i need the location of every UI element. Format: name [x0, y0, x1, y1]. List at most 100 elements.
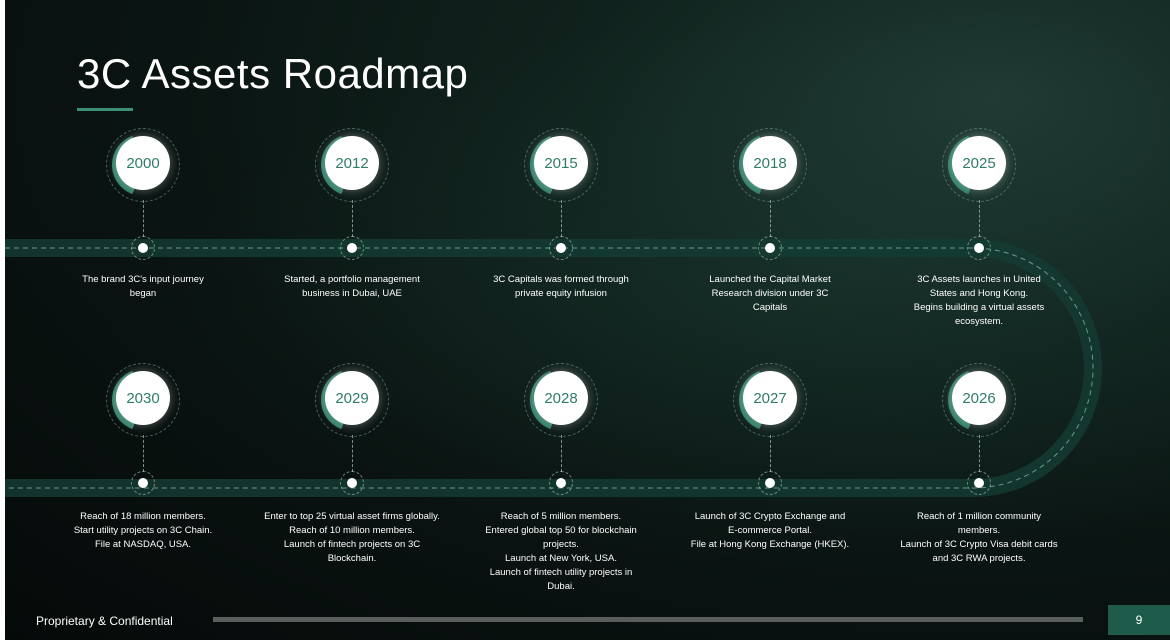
description-line: Reach of 5 million members.: [500, 511, 622, 522]
title-underline: [77, 108, 133, 111]
description-line: members.: [957, 525, 1001, 536]
description-line: The brand 3C's input journey: [82, 274, 204, 285]
timeline-node: [138, 478, 148, 488]
timeline-node: [556, 478, 566, 488]
description-line: Enter to top 25 virtual asset firms glob…: [264, 511, 440, 522]
year-label: 2026: [952, 371, 1006, 425]
description-line: and 3C RWA projects.: [932, 553, 1026, 564]
milestone-description: Reach of 1 million community members. Laun…: [884, 510, 1074, 566]
year-label: 2029: [325, 371, 379, 425]
milestone-description: Reach of 5 million members.Entered globa…: [466, 510, 656, 594]
description-line: Blockchain.: [327, 553, 377, 564]
timeline-node-halo: [967, 471, 991, 495]
timeline-node-halo: [967, 236, 991, 260]
year-badge: 2018: [733, 128, 807, 202]
footer-confidential: Proprietary & Confidential: [36, 614, 173, 628]
timeline-node: [556, 243, 566, 253]
page-number-box: 9: [1108, 605, 1170, 635]
page-number: 9: [1135, 613, 1143, 627]
year-label: 2015: [534, 136, 588, 190]
description-line: File at Hong Kong Exchange (HKEX).: [690, 539, 850, 550]
timeline-node-halo: [131, 471, 155, 495]
description-line: ecosystem.: [954, 316, 1004, 327]
timeline-node-halo: [340, 471, 364, 495]
timeline-node-halo: [549, 236, 573, 260]
description-line: File at NASDAQ, USA.: [94, 539, 192, 550]
timeline-node: [347, 478, 357, 488]
year-badge: 2025: [942, 128, 1016, 202]
description-line: began: [129, 288, 157, 299]
milestone-description: Enter to top 25 virtual asset firms glob…: [257, 510, 447, 566]
year-label: 2025: [952, 136, 1006, 190]
description-line: Launch of 3C Crypto Exchange and: [694, 511, 846, 522]
year-label: 2018: [743, 136, 797, 190]
milestone-description: The brand 3C's input journey began: [48, 273, 238, 301]
description-line: Reach of 10 million members.: [289, 525, 415, 536]
description-line: Capitals: [752, 302, 788, 313]
year-badge: 2028: [524, 363, 598, 437]
timeline-node-halo: [131, 236, 155, 260]
connector-stem: [561, 200, 562, 237]
timeline-node-halo: [758, 471, 782, 495]
year-label: 2030: [116, 371, 170, 425]
connector-stem: [352, 435, 353, 472]
connector-stem: [979, 435, 980, 472]
year-badge: 2012: [315, 128, 389, 202]
milestone-description: Reach of 18 million members. Start utilit…: [48, 510, 238, 552]
description-line: business in Dubai, UAE: [302, 288, 402, 299]
timeline-track: [5, 239, 1102, 497]
timeline-node: [974, 478, 984, 488]
year-label: 2028: [534, 371, 588, 425]
connector-stem: [143, 435, 144, 472]
timeline-node: [974, 243, 984, 253]
connector-stem: [770, 435, 771, 472]
milestone-description: Started, a portfolio management business …: [257, 273, 447, 301]
description-line: 3C Capitals was formed through: [493, 274, 629, 285]
description-line: Reach of 18 million members.: [80, 511, 206, 522]
year-label: 2012: [325, 136, 379, 190]
connector-stem: [770, 200, 771, 237]
connector-stem: [561, 435, 562, 472]
description-line: Launched the Capital Market: [709, 274, 831, 285]
description-line: Reach of 1 million community: [916, 511, 1042, 522]
description-line: Started, a portfolio management: [284, 274, 420, 285]
year-badge: 2027: [733, 363, 807, 437]
description-line: E-commerce Portal.: [728, 525, 812, 536]
page-title: 3C Assets Roadmap: [77, 50, 469, 97]
description-line: Start utility projects on 3C Chain.: [73, 525, 213, 536]
timeline-node-halo: [758, 236, 782, 260]
year-badge: 2026: [942, 363, 1016, 437]
timeline-node: [347, 243, 357, 253]
year-badge: 2015: [524, 128, 598, 202]
footer-bar: [213, 617, 1083, 622]
track-dash: [5, 247, 1094, 489]
year-badge: 2030: [106, 363, 180, 437]
description-line: Begins building a virtual assets: [913, 302, 1045, 313]
year-badge: 2029: [315, 363, 389, 437]
year-label: 2000: [116, 136, 170, 190]
timeline-node: [765, 478, 775, 488]
description-line: Launch of 3C Crypto Visa debit cards: [900, 539, 1058, 550]
connector-stem: [143, 200, 144, 237]
timeline-node-halo: [549, 471, 573, 495]
description-line: Launch at New York, USA.: [505, 553, 617, 564]
description-line: projects.: [543, 539, 579, 550]
description-line: Research division under 3C: [711, 288, 829, 299]
connector-stem: [352, 200, 353, 237]
year-badge: 2000: [106, 128, 180, 202]
year-label: 2027: [743, 371, 797, 425]
